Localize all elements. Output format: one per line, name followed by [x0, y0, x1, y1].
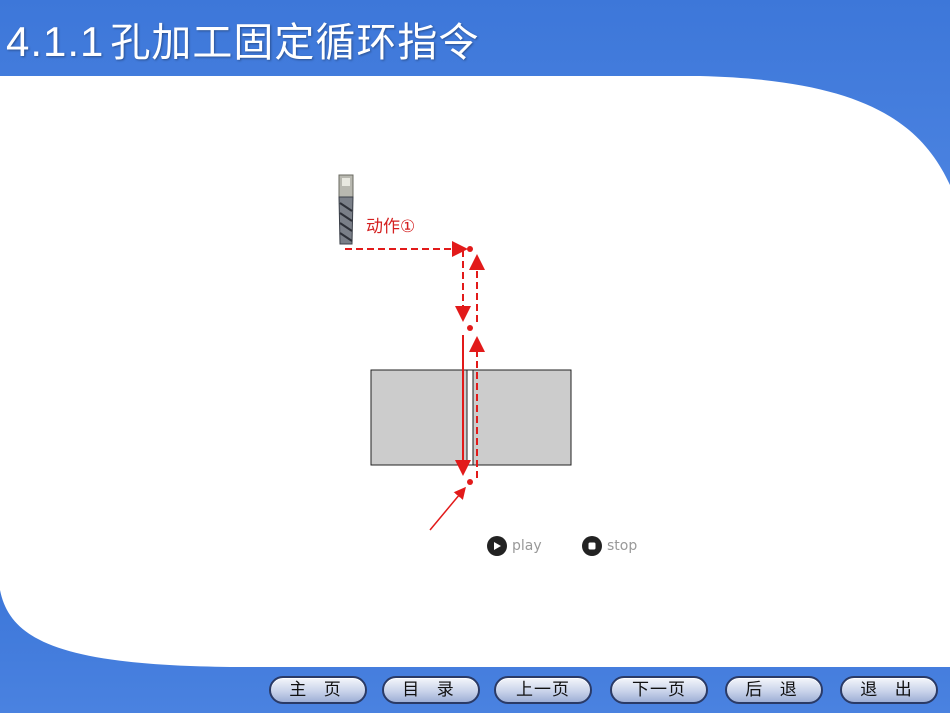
title-number: 4.1.1: [6, 18, 105, 65]
header-band: [0, 0, 950, 185]
r-point: [467, 325, 473, 331]
drilled-hole: [466, 369, 474, 466]
drill-tool-icon: [338, 174, 354, 245]
initial-point: [467, 246, 473, 252]
stop-icon: [582, 536, 602, 556]
next-page-button[interactable]: 下一页: [610, 676, 708, 704]
stop-button[interactable]: stop: [582, 535, 637, 557]
z-point: [467, 479, 473, 485]
action-label: 动作①: [366, 217, 415, 237]
contents-button[interactable]: 目 录: [382, 676, 480, 704]
pointer-arrow: [429, 486, 466, 531]
home-button[interactable]: 主 页: [269, 676, 367, 704]
prev-page-button[interactable]: 上一页: [494, 676, 592, 704]
play-button[interactable]: play: [487, 535, 542, 557]
back-button[interactable]: 后 退: [725, 676, 823, 704]
play-icon: [487, 536, 507, 556]
stop-label: stop: [607, 538, 638, 554]
exit-button[interactable]: 退 出: [840, 676, 938, 704]
play-label: play: [512, 538, 542, 554]
title-text: 孔加工固定循环指令: [110, 20, 480, 66]
footer-band: [0, 590, 950, 713]
